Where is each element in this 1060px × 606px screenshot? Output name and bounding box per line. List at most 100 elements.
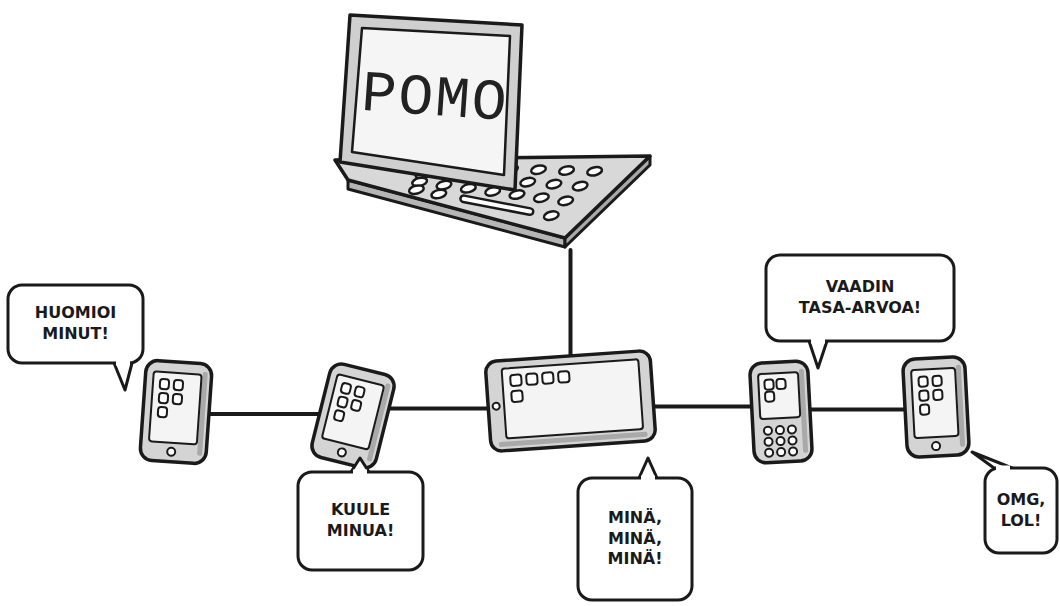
speech-bubble-content: MINÄ, MINÄ, MINÄ! [578, 478, 692, 600]
phone-body [309, 361, 396, 470]
device-drawing [752, 362, 810, 462]
phone-body [749, 361, 812, 464]
laptop-lid [340, 15, 522, 190]
bubble-gap [996, 466, 1010, 471]
speech-bubble-content: HUOMIOI MINUT! [8, 285, 143, 363]
app-icon [158, 407, 168, 418]
tablet-screen [502, 359, 644, 438]
keyboard-key [558, 165, 574, 176]
keyboard-key [586, 166, 602, 177]
app-icon [160, 379, 170, 390]
device-drawing [905, 358, 967, 456]
bubble-tail [114, 363, 132, 390]
speech-bubble [766, 255, 954, 341]
app-icon [933, 390, 943, 400]
keypad-key [765, 448, 773, 456]
home-button [492, 402, 499, 409]
speech-text: HUOMIOI MINUT! [22, 303, 129, 345]
phone-screen [758, 372, 800, 419]
network-cable [386, 407, 488, 411]
device-drawing [488, 356, 653, 446]
app-icon [334, 410, 345, 422]
laptop-screen-area: POMO [356, 37, 514, 162]
network-device: OMG, LOL! [905, 358, 967, 456]
laptop-screen [352, 28, 510, 175]
space-bar [464, 199, 530, 212]
home-button [932, 442, 940, 450]
app-icon [932, 376, 942, 386]
app-icon [542, 372, 554, 384]
app-icon [919, 390, 929, 400]
speech-bubble [985, 468, 1057, 553]
app-icon [174, 380, 184, 391]
keypad-key [789, 447, 797, 455]
keypad-key [776, 426, 784, 434]
speech-bubble-box: MINÄ, MINÄ, MINÄ! [578, 478, 692, 600]
app-icon [351, 400, 362, 412]
keyboard-key [519, 176, 535, 187]
speech-text: KUULE MINUA! [312, 500, 409, 542]
speech-bubble-box: OMG, LOL! [985, 468, 1057, 553]
keypad-key [764, 437, 772, 445]
app-icon [337, 396, 348, 408]
speech-bubble-box: KUULE MINUA! [298, 472, 423, 570]
keypad-key [776, 437, 784, 445]
app-icon [764, 379, 774, 389]
app-icon [526, 373, 538, 385]
network-device: KUULE MINUA! [320, 368, 386, 464]
bubble-tail [972, 452, 1012, 468]
device-drawing [143, 362, 209, 462]
bubble-gap [353, 470, 367, 475]
phone-screen [911, 368, 958, 438]
bubble-gap [811, 339, 825, 344]
speech-bubble [8, 285, 143, 363]
keypad-key [788, 436, 796, 444]
keyboard-key [546, 178, 562, 189]
network-cable [209, 412, 320, 416]
speech-bubble-content: KUULE MINUA! [298, 472, 423, 570]
keyboard-key [408, 184, 424, 195]
bubble-tail [351, 458, 369, 472]
app-icon [776, 379, 786, 389]
bubble-gap [116, 361, 130, 366]
network-cable [653, 405, 752, 409]
network-cable [569, 250, 573, 356]
boss-laptop: POMO [330, 10, 660, 250]
phone-screen [149, 371, 202, 444]
speech-bubble-content: OMG, LOL! [985, 468, 1057, 553]
tablet-body [485, 350, 656, 451]
network-device: HUOMIOI MINUT! [143, 362, 209, 462]
space-bar [464, 199, 530, 212]
app-icon [173, 394, 183, 405]
speech-text: OMG, LOL! [993, 490, 1049, 532]
app-icon [340, 383, 351, 395]
speech-bubble-box: VAADIN TASA-ARVOA! [766, 255, 954, 341]
keyboard-key [431, 188, 447, 199]
home-button [167, 447, 176, 456]
speech-bubble-content: VAADIN TASA-ARVOA! [766, 255, 954, 341]
app-icon [510, 374, 522, 386]
keyboard-key [543, 210, 559, 221]
speech-bubble [298, 472, 423, 570]
keypad-key [777, 448, 785, 456]
bubble-tail [809, 341, 827, 368]
bubble-gap [641, 476, 655, 481]
network-cable [810, 408, 905, 412]
speech-text: MINÄ, MINÄ, MINÄ! [592, 508, 678, 570]
keyboard-key [557, 195, 573, 206]
keyboard-key [572, 180, 588, 191]
keyboard-key [533, 192, 549, 203]
screen-text: POMO [359, 62, 510, 137]
app-icon [765, 391, 775, 401]
device-drawing [320, 368, 386, 464]
app-icon [354, 386, 365, 398]
app-icon [920, 404, 930, 414]
app-icon [511, 390, 523, 402]
speech-text: VAADIN TASA-ARVOA! [780, 277, 940, 319]
app-icon [159, 393, 169, 404]
bubble-tail [639, 458, 657, 478]
keypad-key [764, 427, 772, 435]
app-icon [558, 371, 570, 383]
keypad-key [788, 425, 796, 433]
